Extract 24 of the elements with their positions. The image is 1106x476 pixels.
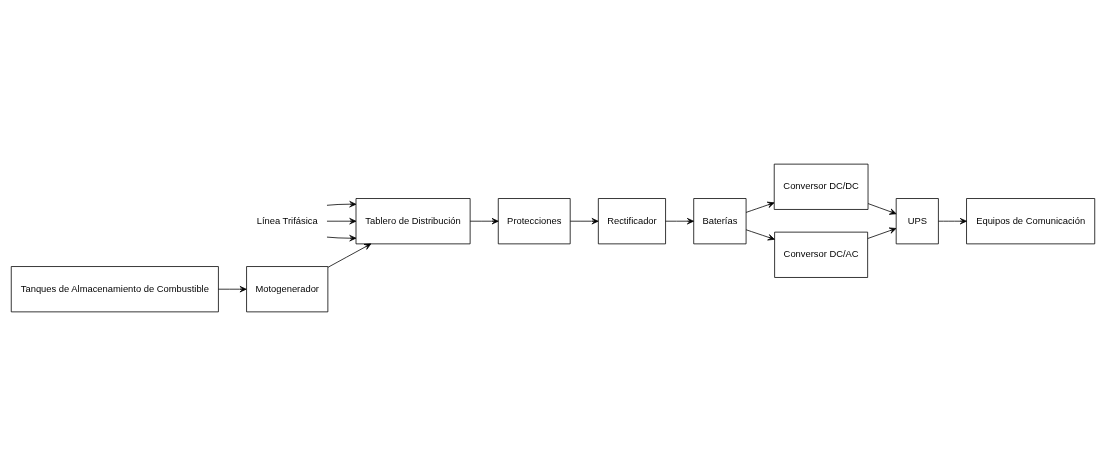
arrow bbox=[867, 203, 897, 215]
node-box: Baterías bbox=[693, 198, 747, 245]
arrow bbox=[745, 201, 775, 213]
node-text: Línea Trifásica bbox=[256, 215, 318, 226]
arrow bbox=[326, 235, 357, 242]
arrow bbox=[938, 218, 967, 225]
arrow bbox=[327, 243, 372, 268]
arrow bbox=[218, 286, 247, 293]
node-box: Tanques de Almacenamiento de Combustible bbox=[10, 266, 219, 313]
node-box: Rectificador bbox=[597, 198, 666, 245]
arrow bbox=[745, 229, 775, 241]
arrow bbox=[326, 218, 357, 225]
arrow bbox=[665, 218, 694, 225]
node-box: Protecciones bbox=[497, 198, 571, 245]
node-box: Equipos de Comunicación bbox=[966, 198, 1096, 245]
node-box: UPS bbox=[895, 198, 939, 245]
arrow bbox=[469, 218, 499, 225]
node-box: Motogenerador bbox=[246, 266, 329, 313]
node-box: Conversor DC/AC bbox=[774, 231, 869, 278]
node-box: Tablero de Distribución bbox=[355, 198, 471, 245]
arrow bbox=[867, 227, 897, 239]
arrow bbox=[569, 218, 599, 225]
node-box: Conversor DC/DC bbox=[773, 163, 869, 210]
arrow bbox=[326, 201, 357, 208]
